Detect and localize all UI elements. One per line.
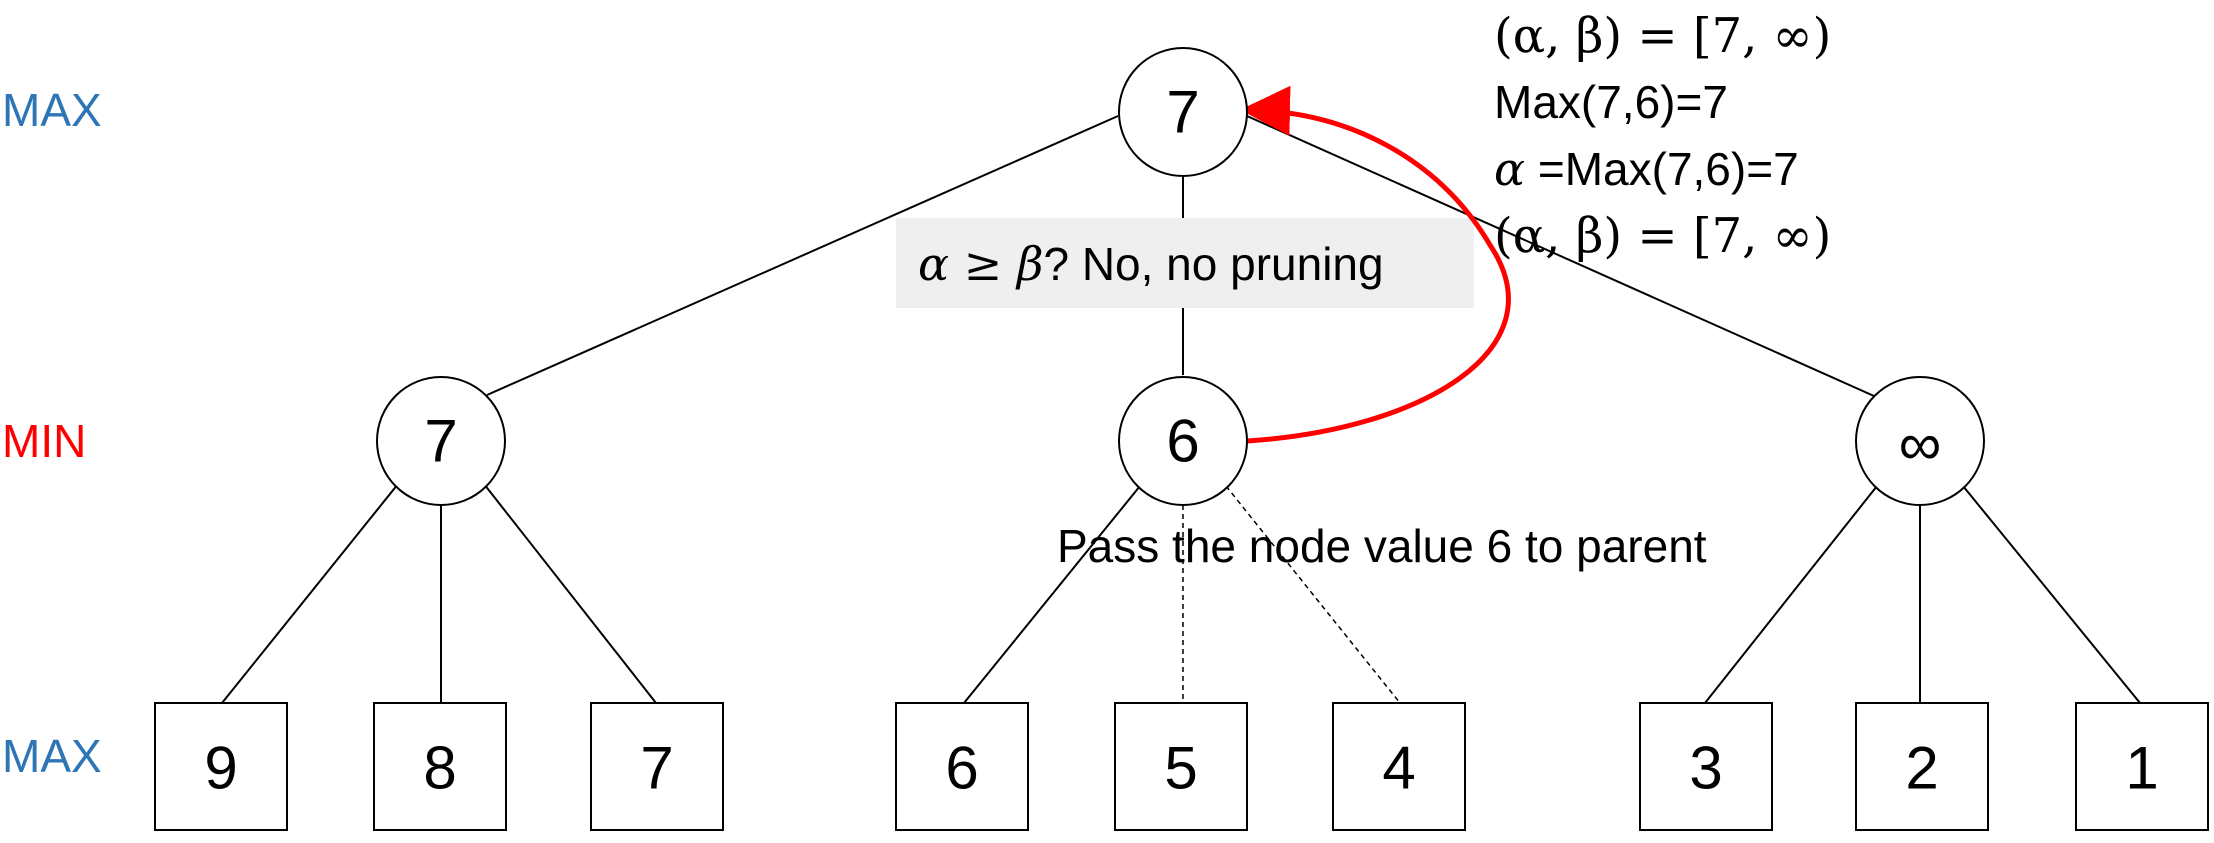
prune-note-box xyxy=(896,218,1474,308)
leaf-2: 8 xyxy=(373,702,507,831)
edge-right-leaf1 xyxy=(1704,485,1878,704)
leaf-8-value: 2 xyxy=(1905,735,1938,802)
leaf-6: 4 xyxy=(1332,702,1466,831)
alpha-beta-initial: (α, β) = [7, ∞) xyxy=(1494,8,1831,64)
level-label-max-top: MAX xyxy=(2,84,102,136)
min-node-left-value: 7 xyxy=(424,408,457,475)
edge-root-left xyxy=(486,115,1119,396)
prune-text: ? No, no pruning xyxy=(1043,238,1383,290)
leaf-1: 9 xyxy=(154,702,288,831)
leaf-8: 2 xyxy=(1855,702,1989,831)
max-calculation: Max(7,6)=7 xyxy=(1494,76,1728,128)
root-node-value: 7 xyxy=(1166,79,1199,146)
alpha-update-expression: =Max(7,6)=7 xyxy=(1525,143,1799,195)
leaf-7: 3 xyxy=(1639,702,1773,831)
min-node-mid xyxy=(1118,376,1248,506)
level-label-max-bottom: MAX xyxy=(2,730,102,782)
leaf-4: 6 xyxy=(895,702,1029,831)
leaf-3: 7 xyxy=(590,702,724,831)
edge-mid-leaf3-pruned xyxy=(1225,485,1401,704)
leaf-9-value: 1 xyxy=(2125,735,2158,802)
edge-left-leaf3 xyxy=(483,483,657,704)
leaf-1-value: 9 xyxy=(204,735,237,802)
leaf-9: 1 xyxy=(2075,702,2209,831)
edge-mid-leaf1 xyxy=(963,485,1141,704)
alpha-update: α =Max(7,6)=7 xyxy=(1494,142,1799,196)
min-node-left xyxy=(376,376,506,506)
leaf-7-value: 3 xyxy=(1689,735,1722,802)
min-node-right xyxy=(1855,376,1985,506)
edge-root-right xyxy=(1246,115,1875,397)
leaf-5-value: 5 xyxy=(1164,735,1197,802)
edge-left-leaf1 xyxy=(221,483,399,704)
leaf-5: 5 xyxy=(1114,702,1248,831)
edge-right-leaf3 xyxy=(1962,485,2141,704)
leaf-2-value: 8 xyxy=(423,735,456,802)
leaf-6-value: 4 xyxy=(1382,735,1415,802)
level-label-min: MIN xyxy=(2,415,86,467)
root-node xyxy=(1118,47,1248,177)
min-node-right-value: ∞ xyxy=(1899,411,1942,478)
leaf-4-value: 6 xyxy=(945,735,978,802)
prune-math: α ≥ β xyxy=(918,237,1043,291)
leaf-3-value: 7 xyxy=(640,735,673,802)
return-value-arrow xyxy=(1240,85,1511,444)
min-node-mid-value: 6 xyxy=(1166,408,1199,475)
alpha-beta-updated: (α, β) = [7, ∞) xyxy=(1494,208,1831,264)
alpha-symbol: α xyxy=(1494,142,1525,196)
pass-value-note: Pass the node value 6 to parent xyxy=(1057,520,1707,572)
prune-note: α ≥ β? No, no pruning xyxy=(918,237,1384,291)
